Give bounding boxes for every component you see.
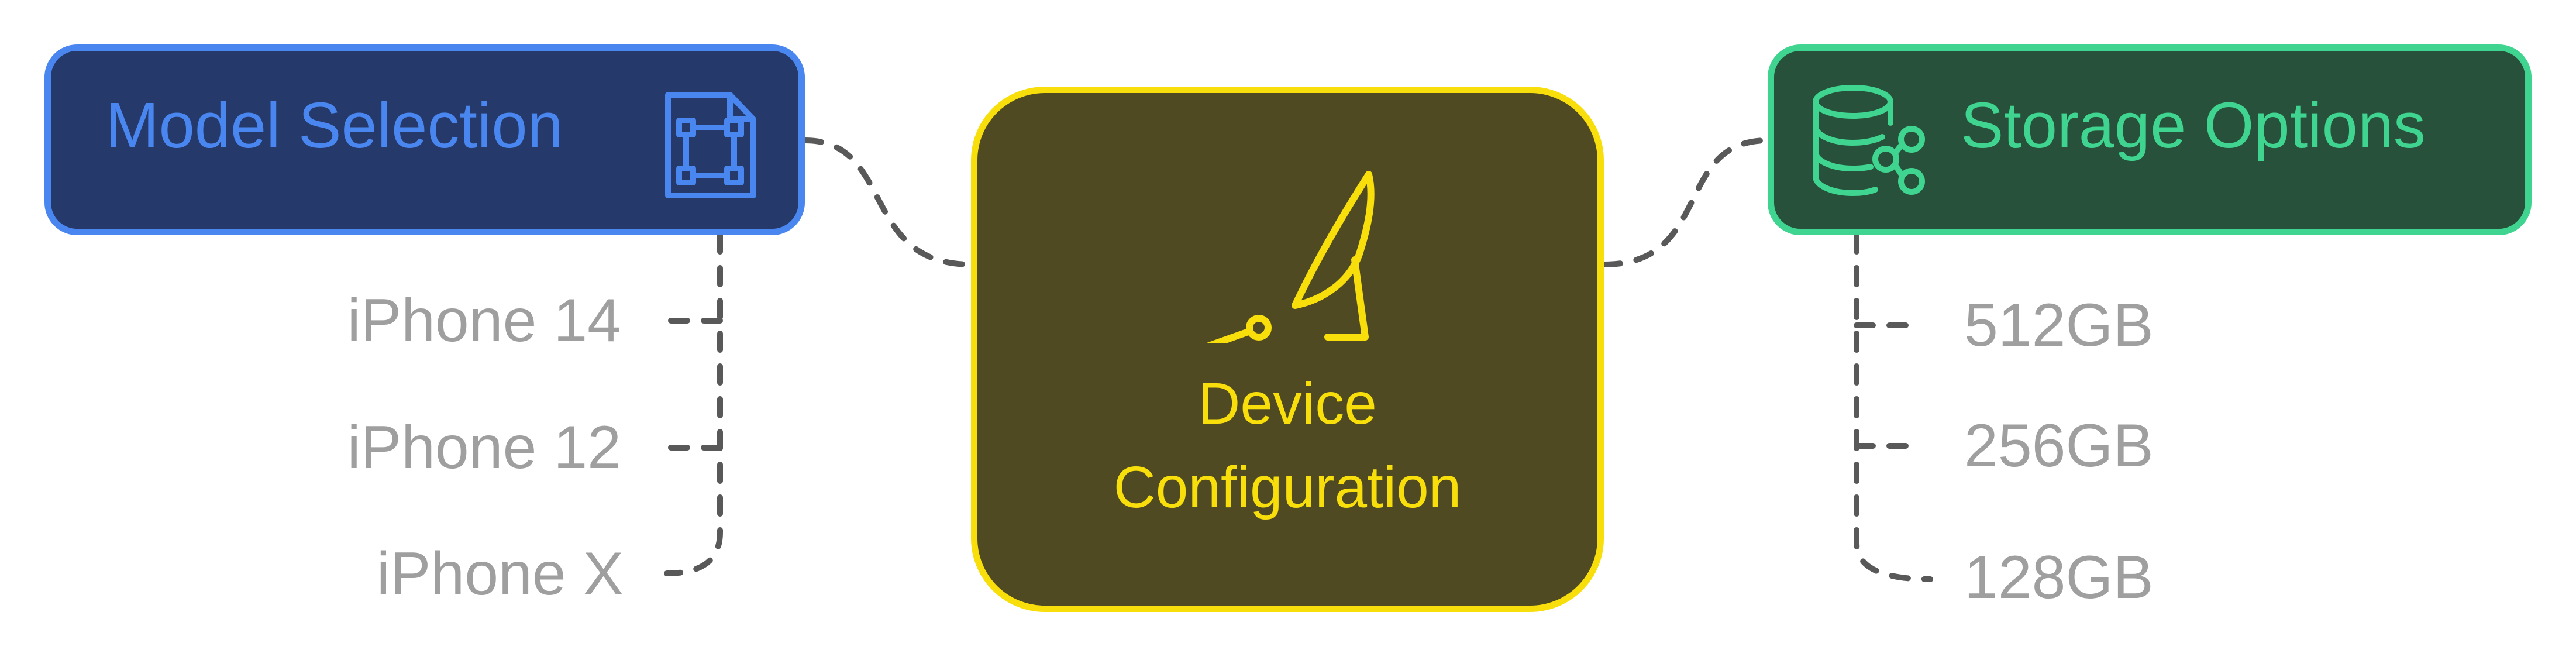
connector-center-to-storage [1601, 138, 1771, 267]
storage-leaf-512gb: 512GB [1964, 291, 2154, 359]
model-selection-title: Model Selection [105, 90, 563, 161]
drafting-tool-icon [1206, 171, 1375, 343]
model-leaf-iphone-12: iPhone 12 [347, 414, 621, 482]
model-leaf-iphone-x: iPhone X [376, 540, 624, 608]
connector-model-to-center [802, 138, 974, 267]
storage-options-title: Storage Options [1961, 90, 2426, 161]
model-leaf-iphone-14: iPhone 14 [347, 287, 621, 355]
device-configuration-title-line1: Device [1198, 371, 1377, 436]
storage-options-node[interactable] [1768, 44, 2532, 235]
model-selection-node[interactable] [44, 44, 805, 235]
connector-storage-stem [1854, 232, 1933, 582]
connector-model-stem [664, 232, 723, 576]
device-configuration-node[interactable] [971, 87, 1604, 612]
frame-document-icon [665, 92, 756, 198]
storage-leaf-128gb: 128GB [1964, 544, 2154, 611]
storage-leaf-256gb: 256GB [1964, 412, 2154, 480]
device-configuration-title-line2: Configuration [1113, 455, 1462, 520]
database-share-icon [1813, 85, 1925, 196]
